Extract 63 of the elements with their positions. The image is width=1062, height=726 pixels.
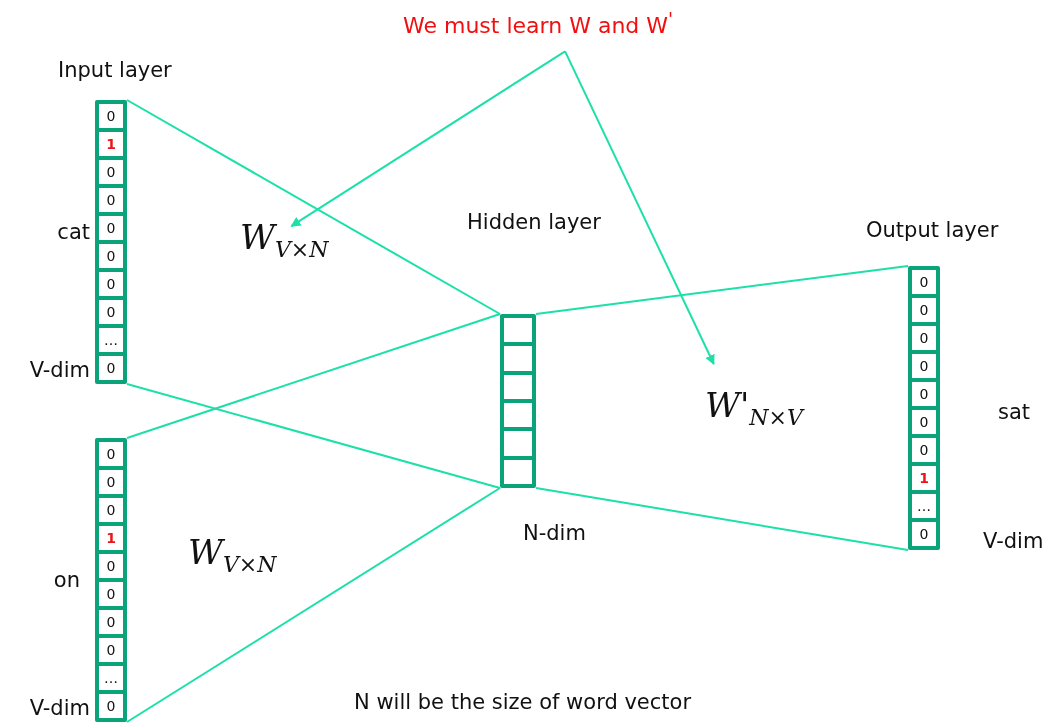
note-text: N will be the size of word vector [354, 692, 691, 713]
vector-cell: 1 [99, 526, 123, 550]
vector-cell [504, 431, 532, 456]
vector-cell: 0 [99, 694, 123, 718]
weight-matrix-label: W$_{V×N}$ [240, 220, 329, 261]
layer-title: Input layer [58, 60, 172, 81]
vector-cell: 0 [99, 244, 123, 268]
layer-title: Hidden layer [467, 212, 601, 233]
vector-cell: 0 [99, 272, 123, 296]
dimension-label: V-dim [983, 531, 1044, 552]
vector-cell: 0 [99, 188, 123, 212]
vector-cell: 0 [912, 382, 936, 406]
vector-cell [504, 403, 532, 428]
vector-bar [908, 266, 940, 550]
annotation-text: We must learn W and W$^{'}$ [403, 10, 674, 38]
vector-cell: 0 [99, 498, 123, 522]
arrow [564, 50, 715, 365]
vector-cell [504, 318, 532, 343]
vector-cell: 0 [99, 442, 123, 466]
vector-cell: 0 [912, 270, 936, 294]
vector-cell: 0 [99, 216, 123, 240]
dimension-label: V-dim [29, 360, 90, 381]
vector-cell: 1 [912, 466, 936, 490]
vector-cell: 0 [99, 582, 123, 606]
vector-cell: … [99, 328, 123, 352]
vector-cell: 0 [912, 326, 936, 350]
word-label: cat [57, 222, 90, 243]
vector-cell: 0 [99, 300, 123, 324]
vector-cell: 0 [912, 410, 936, 434]
connector-line [535, 265, 909, 315]
vector-cell: … [912, 494, 936, 518]
vector-cell: 0 [912, 522, 936, 546]
vector-cell: 1 [99, 132, 123, 156]
vector-cell: 0 [99, 104, 123, 128]
vector-cell [504, 374, 532, 399]
connector-line [126, 487, 501, 723]
vector-bar [95, 438, 127, 722]
word-label: sat [998, 402, 1031, 423]
vector-bar [500, 314, 536, 488]
vector-cell: 0 [99, 610, 123, 634]
dimension-label: N-dim [523, 523, 586, 544]
vector-cell: 0 [99, 160, 123, 184]
vector-cell: … [99, 666, 123, 690]
weight-matrix-label: W$_{V×N}$ [188, 535, 277, 576]
arrow [290, 50, 567, 228]
vector-bar [95, 100, 127, 384]
vector-cell: 0 [912, 354, 936, 378]
word-label: on [53, 570, 80, 591]
dimension-label: V-dim [29, 698, 90, 719]
layer-title: Output layer [866, 220, 999, 241]
connector-line [126, 313, 501, 439]
connector-line [126, 99, 501, 315]
connector-line [535, 487, 909, 551]
vector-cell [504, 459, 532, 484]
vector-cell: 0 [912, 298, 936, 322]
vector-cell: 0 [99, 554, 123, 578]
vector-cell: 0 [99, 470, 123, 494]
vector-cell: 0 [912, 438, 936, 462]
vector-cell: 0 [99, 638, 123, 662]
vector-cell [504, 346, 532, 371]
vector-cell: 0 [99, 356, 123, 380]
weight-matrix-label: W'$_{N×V}$ [705, 388, 803, 429]
connector-line [126, 383, 501, 489]
